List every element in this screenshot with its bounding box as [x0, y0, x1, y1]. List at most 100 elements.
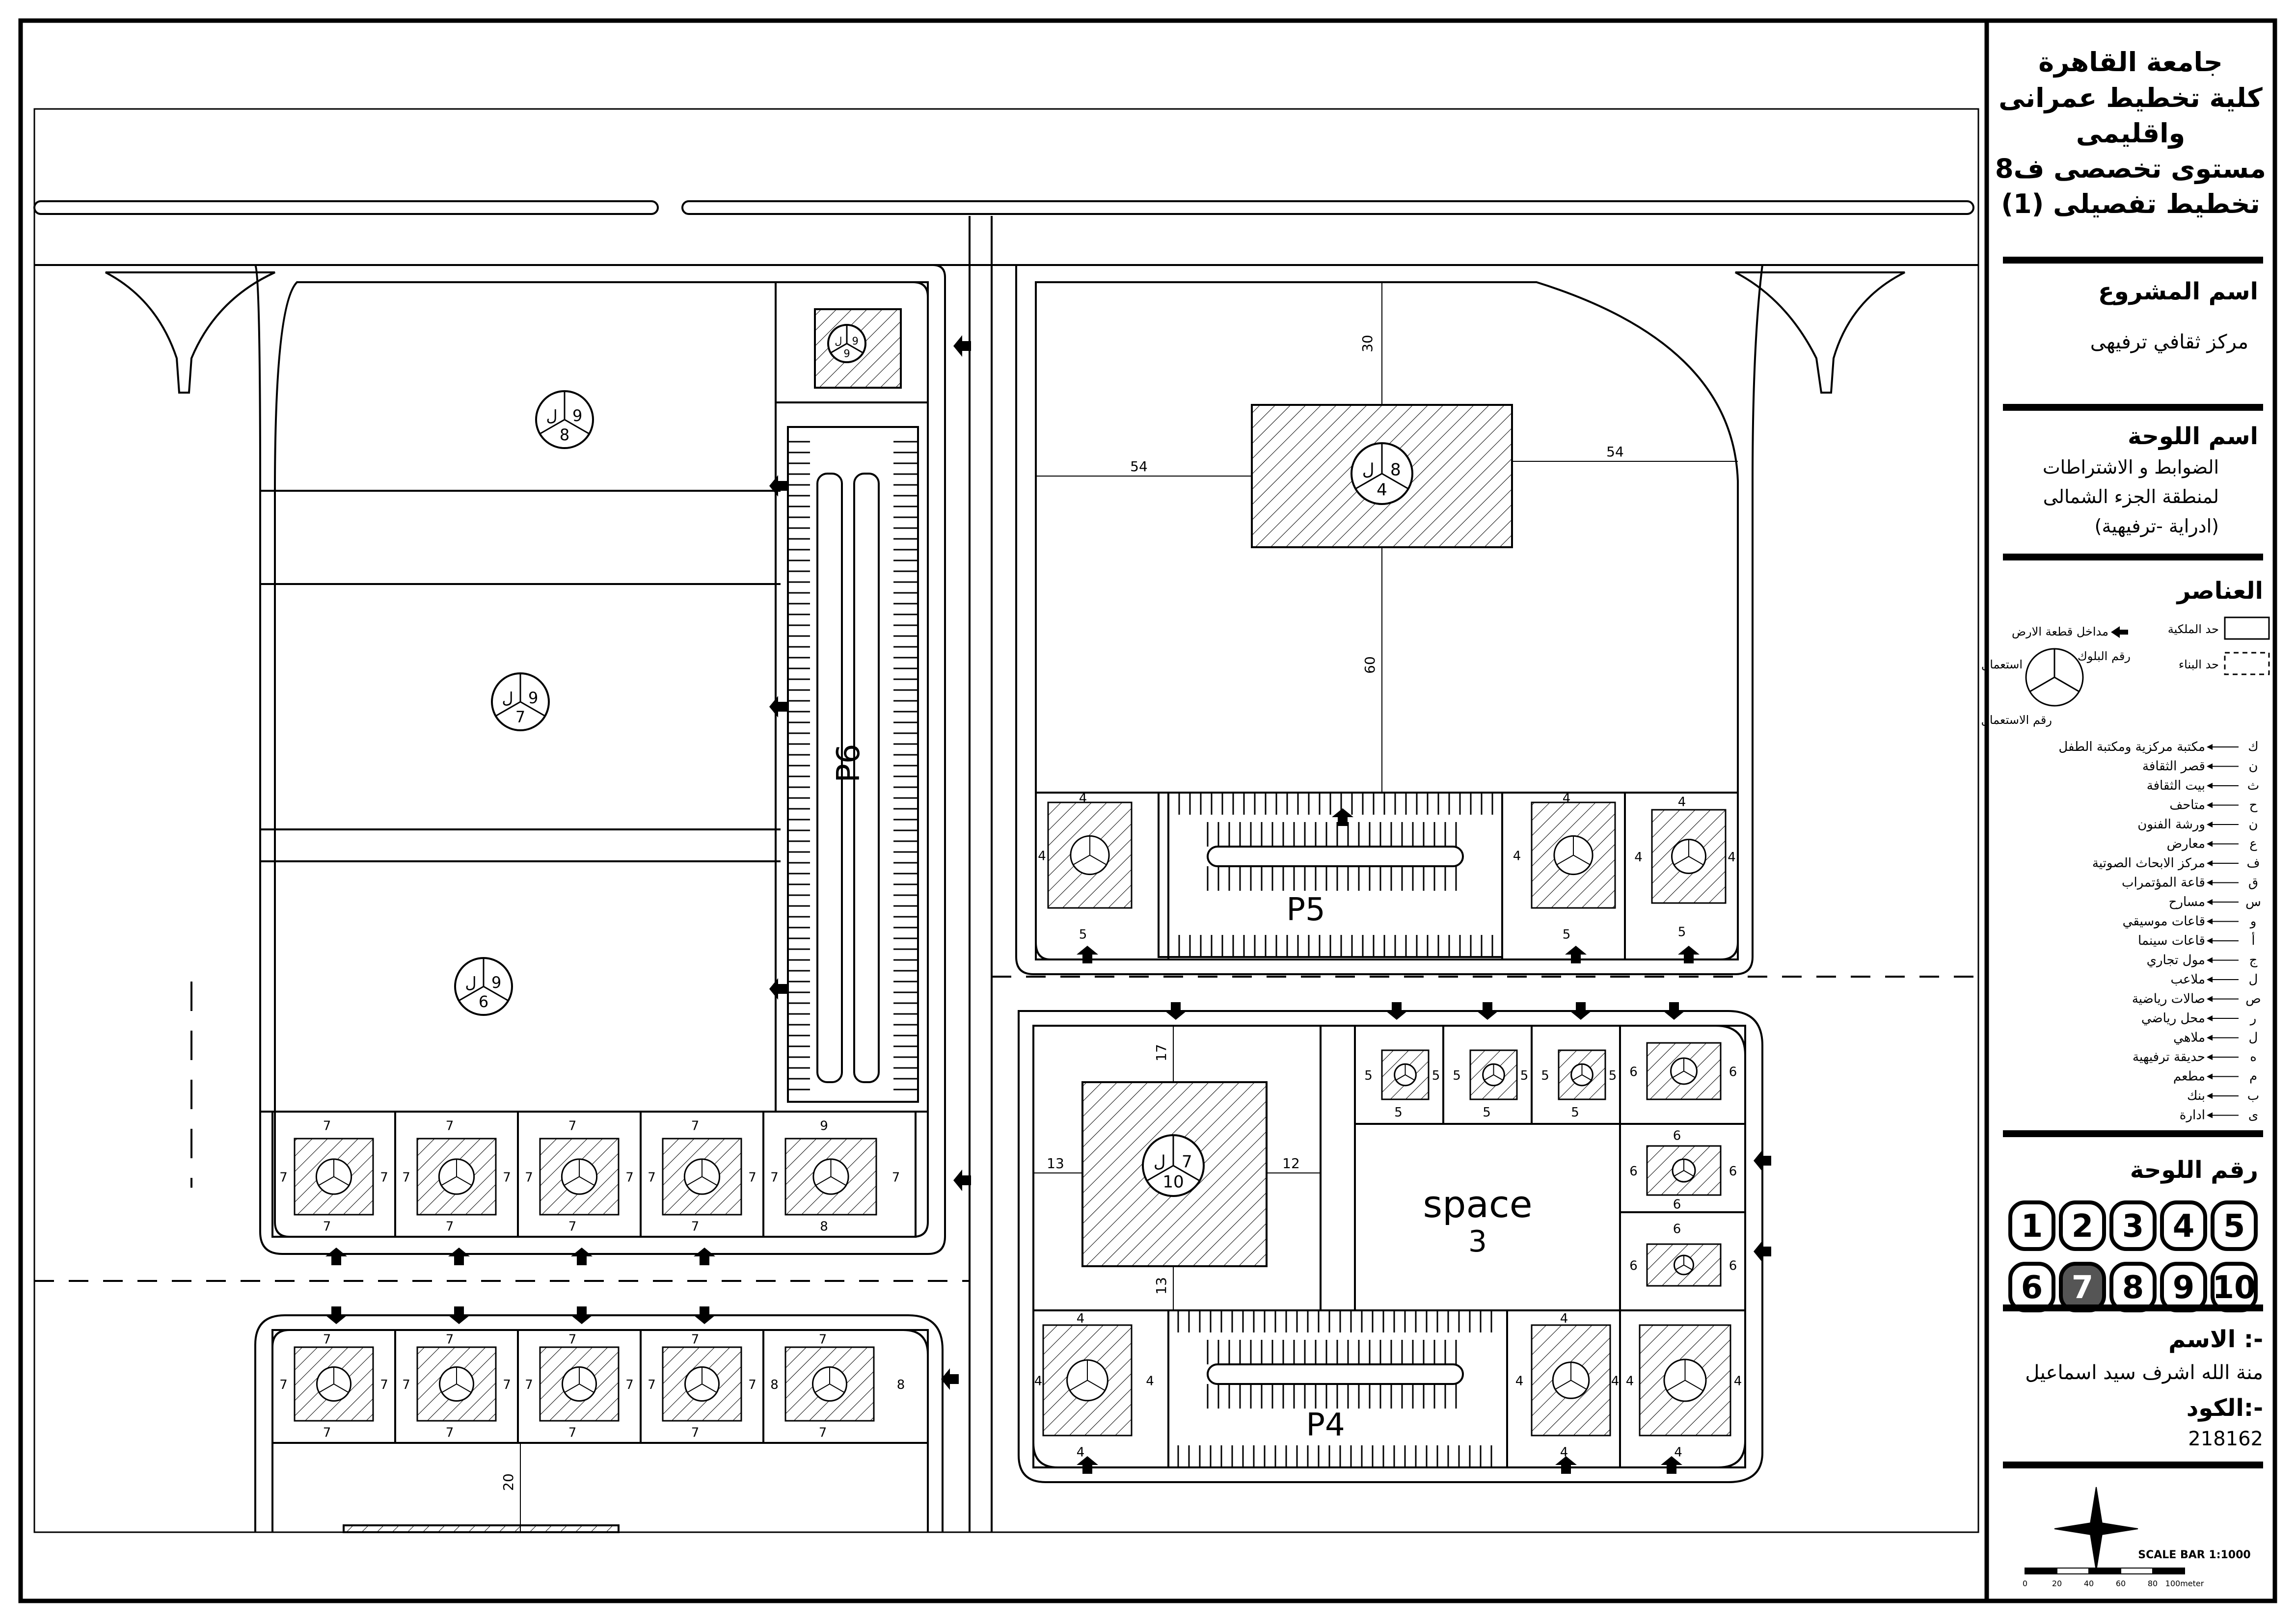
- sheet-number: 10: [2212, 1270, 2256, 1306]
- sheet-number-box: 3: [2109, 1200, 2157, 1251]
- project-heading: اسم المشروع: [2098, 278, 2258, 305]
- setback-label: 6: [1729, 1065, 1737, 1080]
- block-use-marker: 98ل: [535, 390, 594, 449]
- use-code: ع: [2249, 837, 2257, 851]
- entrance-arrow-icon: [1678, 946, 1700, 963]
- scale-bar: [2025, 1568, 2185, 1574]
- setback-label: 7: [691, 1119, 700, 1134]
- marker-text: 7: [515, 708, 525, 726]
- sheet-name-line-3: (ادراية -ترفيهية): [2095, 515, 2219, 537]
- use-code: م: [2249, 1069, 2257, 1084]
- small-plot: [1035, 792, 1169, 960]
- dim-label: 30: [1359, 335, 1376, 352]
- setback-label: 5: [1394, 1105, 1403, 1120]
- entrance-arrow-icon: [571, 1306, 593, 1324]
- setback-label: 4: [1563, 791, 1571, 806]
- setback-label: 7: [819, 1426, 827, 1440]
- block-use-marker: 84ل: [1351, 442, 1413, 505]
- use-code: ك: [2248, 740, 2258, 754]
- setback-label: 4: [1560, 1311, 1568, 1326]
- faculty-line-2: واقليمى: [2076, 118, 2185, 149]
- pointer-arrow-icon: [2207, 1015, 2213, 1021]
- legend-property-line: حد الملكية: [2168, 622, 2219, 636]
- use-code: ر: [2249, 1011, 2257, 1026]
- setback-label: 7: [748, 1171, 756, 1185]
- parking-stalls-p6: [788, 441, 918, 1091]
- dim-label: 60: [1362, 656, 1378, 674]
- pointer-arrow-icon: [2207, 860, 2213, 866]
- setback-label: 8: [820, 1220, 828, 1234]
- legend-build-line-symbol: [2224, 652, 2270, 675]
- small-plot: [762, 1329, 929, 1444]
- use-name: مسارح: [2169, 895, 2205, 909]
- title-block: جامعة القاهرة كلية تخطيط عمرانى واقليمى …: [1981, 47, 2270, 1588]
- marker-text: 6: [479, 992, 488, 1011]
- entrance-arrow-icon: [769, 696, 787, 718]
- pointer-arrow-icon: [2207, 763, 2213, 770]
- parking-p5: [1158, 792, 1503, 958]
- entrance-arrow-icon: [325, 1306, 347, 1324]
- dimension-lines: [520, 282, 1738, 1532]
- use-name: حديقة ترفيهية: [2133, 1050, 2205, 1064]
- setback-label: 4: [1513, 849, 1521, 864]
- pointer-arrow-icon: [2207, 1073, 2213, 1080]
- plot-marker: [1066, 1359, 1108, 1402]
- sheet-number-box: 9: [2160, 1262, 2207, 1312]
- entrance-arrow-icon: [325, 1248, 347, 1265]
- sheet-number-heading: رقم اللوحة: [2130, 1156, 2258, 1184]
- sheet-name-line-2: لمنطقة الجزء الشمالى: [2043, 486, 2219, 508]
- sheet-number-box: 1: [2008, 1200, 2055, 1251]
- plot-marker: [1663, 1358, 1707, 1402]
- plot-entrance-arrows: [325, 335, 1771, 1474]
- setback-label: 6: [1673, 1129, 1681, 1144]
- setback-label: 7: [525, 1378, 533, 1392]
- legend-build-line: حد البناء: [2179, 658, 2219, 671]
- sheet-number: 9: [2173, 1270, 2195, 1306]
- block-nw-inner: [274, 281, 929, 1238]
- block-use-marker: 99ل: [827, 324, 866, 363]
- dim-label: 54: [1130, 458, 1148, 475]
- setback-label: 7: [446, 1220, 454, 1234]
- use-name: بيت الثقافة: [2147, 778, 2205, 793]
- scale-tick-label: 0: [2023, 1579, 2027, 1588]
- entrance-arrow-icon: [2111, 626, 2128, 638]
- setback-label: 6: [1629, 1065, 1638, 1080]
- dim-label: 17: [1153, 1044, 1169, 1062]
- setback-label: 6: [1629, 1164, 1638, 1179]
- use-code: ج: [2249, 953, 2258, 968]
- use-name: قاعة المؤتمراب: [2122, 876, 2205, 890]
- block-use-marker: 97ل: [491, 672, 550, 731]
- setback-label: 5: [1571, 1105, 1579, 1120]
- sheet-heading: اسم اللوحة: [2128, 423, 2258, 450]
- marker-text: ل: [1362, 460, 1375, 479]
- setback-label: 7: [568, 1220, 577, 1234]
- scale-tick-label: 20: [2052, 1579, 2062, 1588]
- setback-label: 4: [1560, 1445, 1568, 1460]
- marker-text: 9: [491, 973, 501, 992]
- plot-marker: [439, 1366, 474, 1402]
- plot-marker: [1673, 1254, 1695, 1276]
- marker-text: 8: [1390, 460, 1401, 479]
- setback-label: 4: [1038, 849, 1046, 864]
- setback-label: 7: [279, 1171, 288, 1185]
- setback-label: 4: [1634, 850, 1643, 865]
- block-ne: [1015, 264, 1764, 975]
- setback-label: 7: [568, 1426, 577, 1440]
- entrance-arrow-icon: [571, 1248, 593, 1265]
- use-code: ث: [2247, 778, 2259, 793]
- pointer-arrow-icon: [2207, 822, 2213, 827]
- entrance-arrow-icon: [448, 1248, 470, 1265]
- entrance-arrow-icon: [1565, 946, 1587, 963]
- entrance-arrow-icon: [1663, 1002, 1685, 1020]
- setback-label: 7: [525, 1171, 533, 1185]
- sheet-number: 2: [2072, 1208, 2094, 1245]
- use-name: مكتبة مركزية ومكتبة الطفل: [2058, 740, 2205, 754]
- pointer-arrow-icon: [2207, 1054, 2213, 1060]
- project-name: مركز ثقافي ترفيهى: [2090, 331, 2248, 353]
- setback-label: 4: [1734, 1374, 1742, 1389]
- entrance-arrow-icon: [1165, 1002, 1187, 1020]
- plot-marker: [1672, 1158, 1696, 1183]
- setback-label: 4: [1077, 1445, 1085, 1460]
